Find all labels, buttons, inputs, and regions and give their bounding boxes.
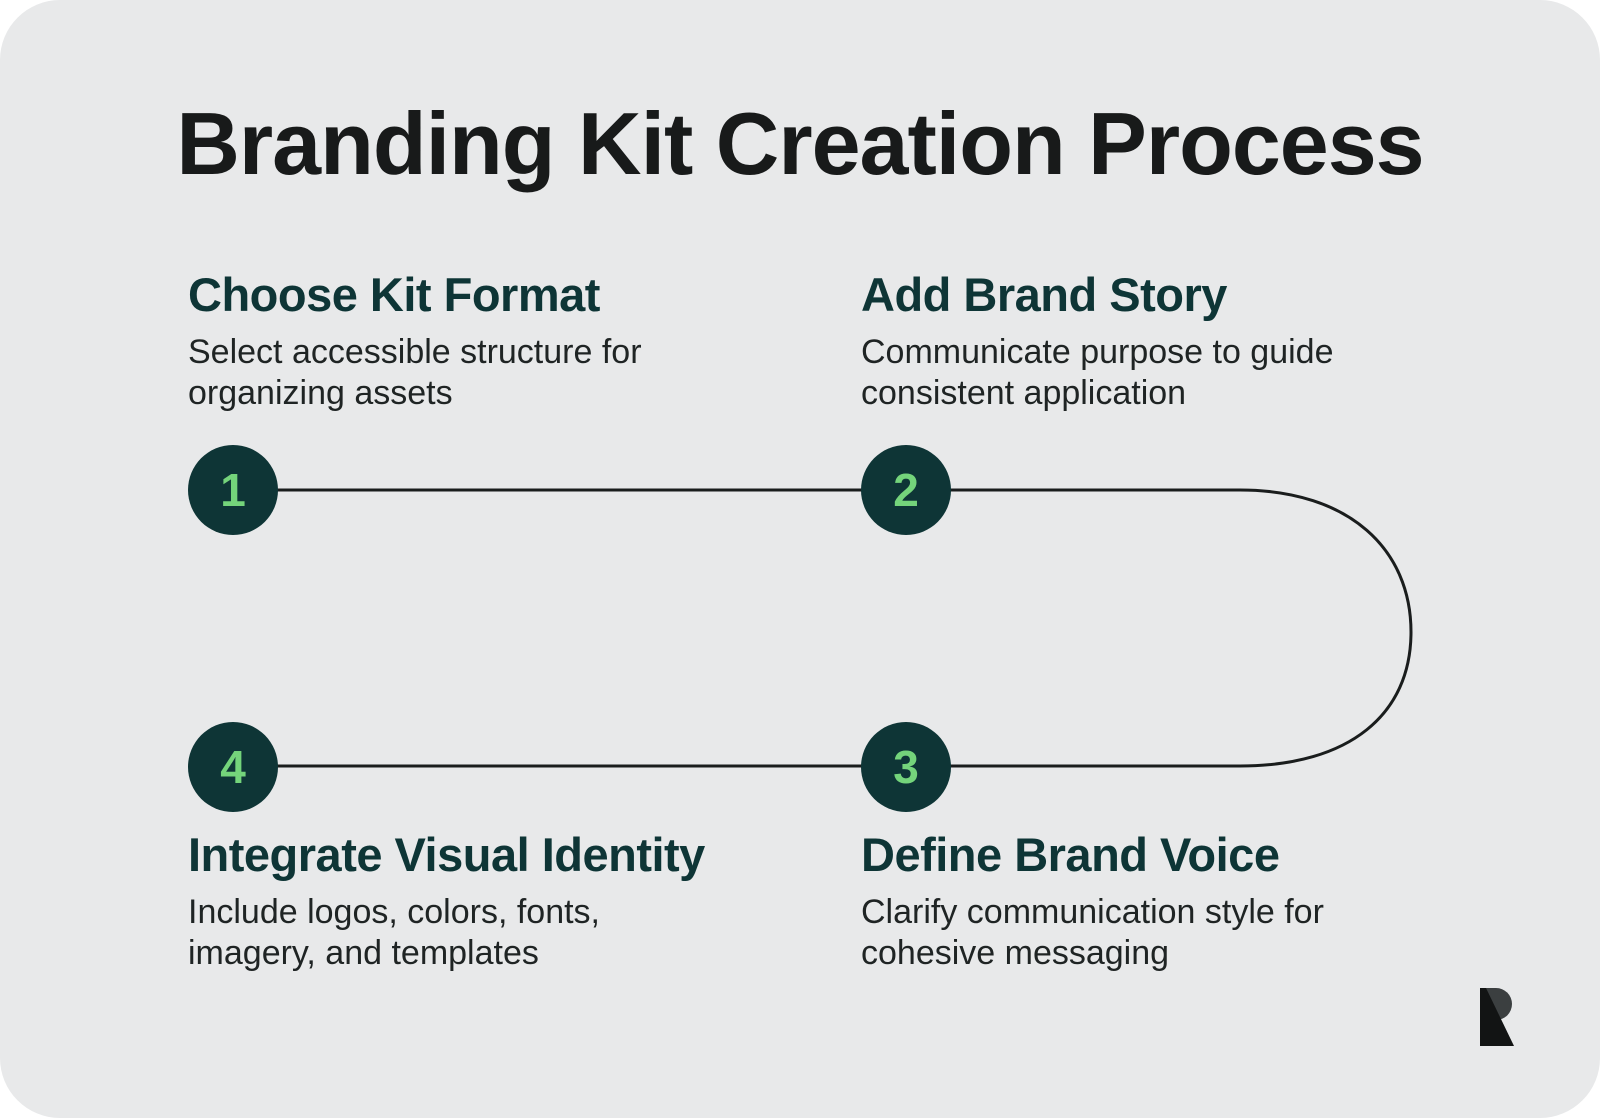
step-3-badge: 3 (861, 722, 951, 812)
page-title: Branding Kit Creation Process (176, 94, 1424, 193)
step-3-heading: Define Brand Voice (861, 828, 1280, 881)
brand-r-logo-icon (1480, 988, 1514, 1046)
step-2-badge: 2 (861, 445, 951, 535)
step-2-number: 2 (893, 464, 919, 516)
step-4-description: Include logos, colors, fonts, imagery, a… (188, 893, 601, 972)
step-3-text: Define Brand Voice Clarify communication… (861, 828, 1461, 974)
step-1-badge: 1 (188, 445, 278, 535)
step-4-badge: 4 (188, 722, 278, 812)
step-2-heading: Add Brand Story (861, 268, 1227, 321)
step-1-heading: Choose Kit Format (188, 268, 600, 321)
step-4-text: Integrate Visual Identity Include logos,… (188, 828, 788, 974)
step-3-description: Clarify communication style for cohesive… (861, 893, 1324, 972)
step-1-number: 1 (220, 464, 246, 516)
step-3-number: 3 (893, 741, 919, 793)
step-1-description: Select accessible structure for organizi… (188, 333, 642, 412)
step-4-number: 4 (220, 741, 246, 793)
step-1-text: Choose Kit Format Select accessible stru… (188, 268, 788, 414)
step-4-heading: Integrate Visual Identity (188, 828, 705, 881)
step-2-text: Add Brand Story Communicate purpose to g… (861, 268, 1461, 414)
step-2-description: Communicate purpose to guide consistent … (861, 333, 1334, 412)
